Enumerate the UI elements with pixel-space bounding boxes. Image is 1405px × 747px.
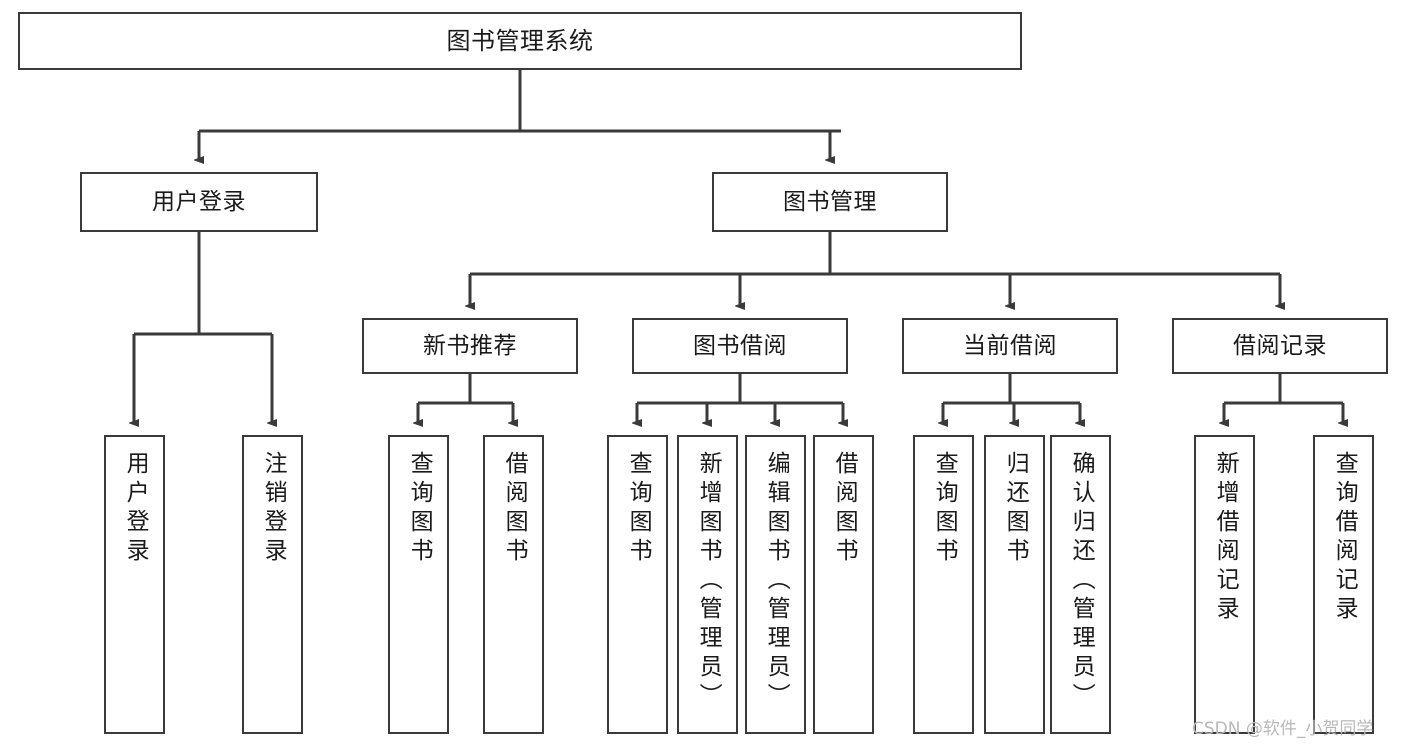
leaf-add-record-label: 新增借阅记录 [1212,451,1239,625]
leaf-confirm-return[interactable]: 确认归还（管理员） [1050,435,1111,734]
leaf-logout-label: 注销登录 [260,451,287,567]
node-borrow-record-label: 借阅记录 [1233,332,1327,359]
leaf-logout[interactable]: 注销登录 [242,435,303,734]
leaf-return-book-label: 归还图书 [1002,451,1029,567]
node-new-book-recommend[interactable]: 新书推荐 [362,318,578,374]
leaf-add-book[interactable]: 新增图书（管理员） [677,435,738,734]
node-user-login[interactable]: 用户登录 [80,172,318,232]
leaf-query-book-2[interactable]: 查询图书 [607,435,668,734]
node-root-label: 图书管理系统 [446,27,594,55]
node-user-login-label: 用户登录 [152,188,246,215]
csdn-watermark: CSDN @软件_小贺同学 [1192,719,1374,739]
leaf-query-record[interactable]: 查询借阅记录 [1313,435,1374,734]
leaf-edit-book[interactable]: 编辑图书（管理员） [745,435,806,734]
node-book-management-label: 图书管理 [783,188,877,215]
node-current-borrow-label: 当前借阅 [963,332,1057,359]
leaf-query-book-3[interactable]: 查询图书 [913,435,974,734]
node-book-borrow-label: 图书借阅 [693,332,787,359]
leaf-user-login[interactable]: 用户登录 [104,435,165,734]
leaf-add-book-label: 新增图书（管理员） [695,451,722,712]
leaf-query-record-label: 查询借阅记录 [1331,451,1358,625]
leaf-user-login-label: 用户登录 [122,451,149,567]
leaf-add-record[interactable]: 新增借阅记录 [1194,435,1255,734]
node-book-borrow[interactable]: 图书借阅 [632,318,848,374]
leaf-borrow-book-1[interactable]: 借阅图书 [483,435,544,734]
node-new-book-recommend-label: 新书推荐 [423,332,517,359]
node-root[interactable]: 图书管理系统 [18,12,1022,70]
leaf-borrow-book-1-label: 借阅图书 [501,451,528,567]
leaf-query-book-1-label: 查询图书 [406,451,433,567]
leaf-query-book-2-label: 查询图书 [625,451,652,567]
leaf-query-book-1[interactable]: 查询图书 [388,435,449,734]
node-borrow-record[interactable]: 借阅记录 [1172,318,1388,374]
leaf-confirm-return-label: 确认归还（管理员） [1068,451,1095,712]
leaf-edit-book-label: 编辑图书（管理员） [763,451,790,712]
node-book-management[interactable]: 图书管理 [712,172,948,232]
node-current-borrow[interactable]: 当前借阅 [902,318,1118,374]
leaf-borrow-book-2-label: 借阅图书 [831,451,858,567]
leaf-return-book[interactable]: 归还图书 [984,435,1045,734]
leaf-borrow-book-2[interactable]: 借阅图书 [813,435,874,734]
leaf-query-book-3-label: 查询图书 [931,451,958,567]
